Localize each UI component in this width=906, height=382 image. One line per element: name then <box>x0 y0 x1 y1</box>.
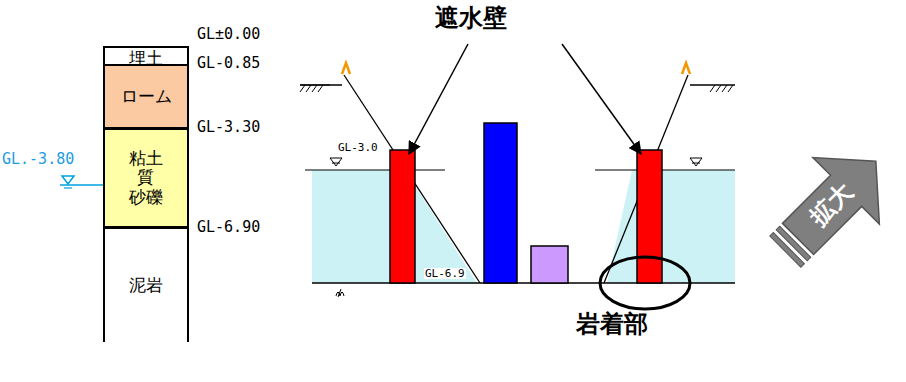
loam-layer: ローム <box>103 64 189 129</box>
enlarge-arrow: 拡大 <box>762 120 902 290</box>
rock-contact-label: 岩着部 <box>576 312 648 336</box>
gravel-layer: 粘土質 砂礫 <box>103 128 189 228</box>
layer-name: ローム <box>121 87 172 107</box>
layer-name: 粘土質 砂礫 <box>127 149 164 208</box>
layer-name: 泥岩 <box>129 276 163 296</box>
level-label: GL-3.0 <box>338 142 378 153</box>
wall-title: 遮水壁 <box>435 6 507 30</box>
level-label: GL-6.9 <box>424 268 466 279</box>
level-label: GL-6.90 <box>197 220 260 235</box>
level-label: GL±0.00 <box>197 27 260 42</box>
level-label: GL-0.85 <box>197 56 260 71</box>
mudstone-layer: 泥岩 <box>103 227 189 342</box>
water-level-label: GL.-3.80 <box>2 152 74 167</box>
level-label: GL-3.30 <box>197 120 260 135</box>
